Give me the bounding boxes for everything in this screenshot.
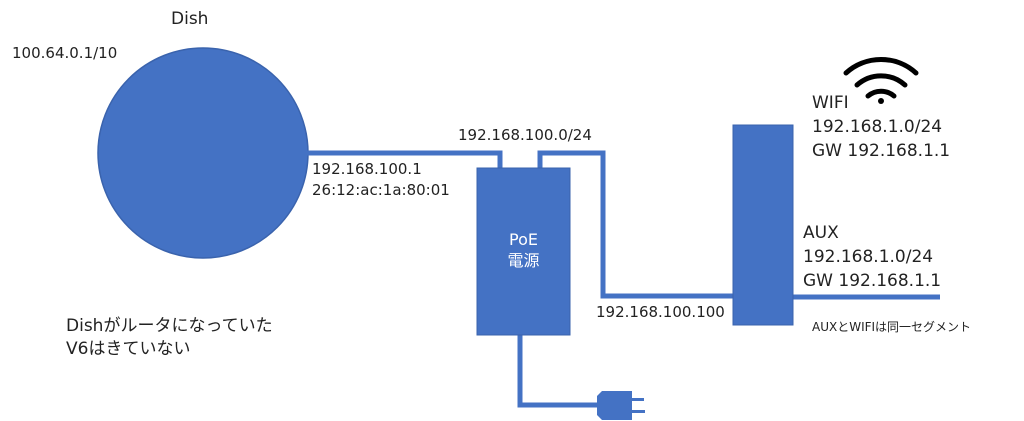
cable-power xyxy=(517,333,600,408)
aux-label: AUX xyxy=(803,223,839,243)
wifi-gw: GW 192.168.1.1 xyxy=(812,141,951,161)
cable-dish-poe xyxy=(306,150,503,170)
note-line-2: V6はきていない xyxy=(66,339,191,359)
segment-subnet: 192.168.100.0/24 xyxy=(458,126,592,144)
dish-lan-ip: 192.168.100.1 xyxy=(312,160,422,178)
dish-title: Dish xyxy=(171,9,209,29)
note-line-1: Dishがルータになっていた xyxy=(66,316,273,336)
dish-wan-ip: 100.64.0.1/10 xyxy=(12,44,118,62)
wifi-subnet: 192.168.1.0/24 xyxy=(812,117,943,137)
aux-subnet: 192.168.1.0/24 xyxy=(803,247,934,267)
router-wan-ip: 192.168.100.100 xyxy=(596,303,725,321)
poe-box xyxy=(476,167,571,336)
wifi-icon xyxy=(843,57,919,104)
power-plug-icon xyxy=(597,391,645,420)
dish-circle xyxy=(97,47,309,259)
wifi-label: WIFI xyxy=(812,93,849,113)
dish-mac: 26:12:ac:1a:80:01 xyxy=(312,181,450,199)
segment-note: AUXとWIFIは同一セグメント xyxy=(812,320,972,334)
aux-gw: GW 192.168.1.1 xyxy=(803,271,942,291)
router-box xyxy=(732,124,794,326)
cable-poe-router xyxy=(537,150,735,299)
poe-label-1: PoE xyxy=(509,230,538,249)
poe-label-2: 電源 xyxy=(507,251,540,270)
